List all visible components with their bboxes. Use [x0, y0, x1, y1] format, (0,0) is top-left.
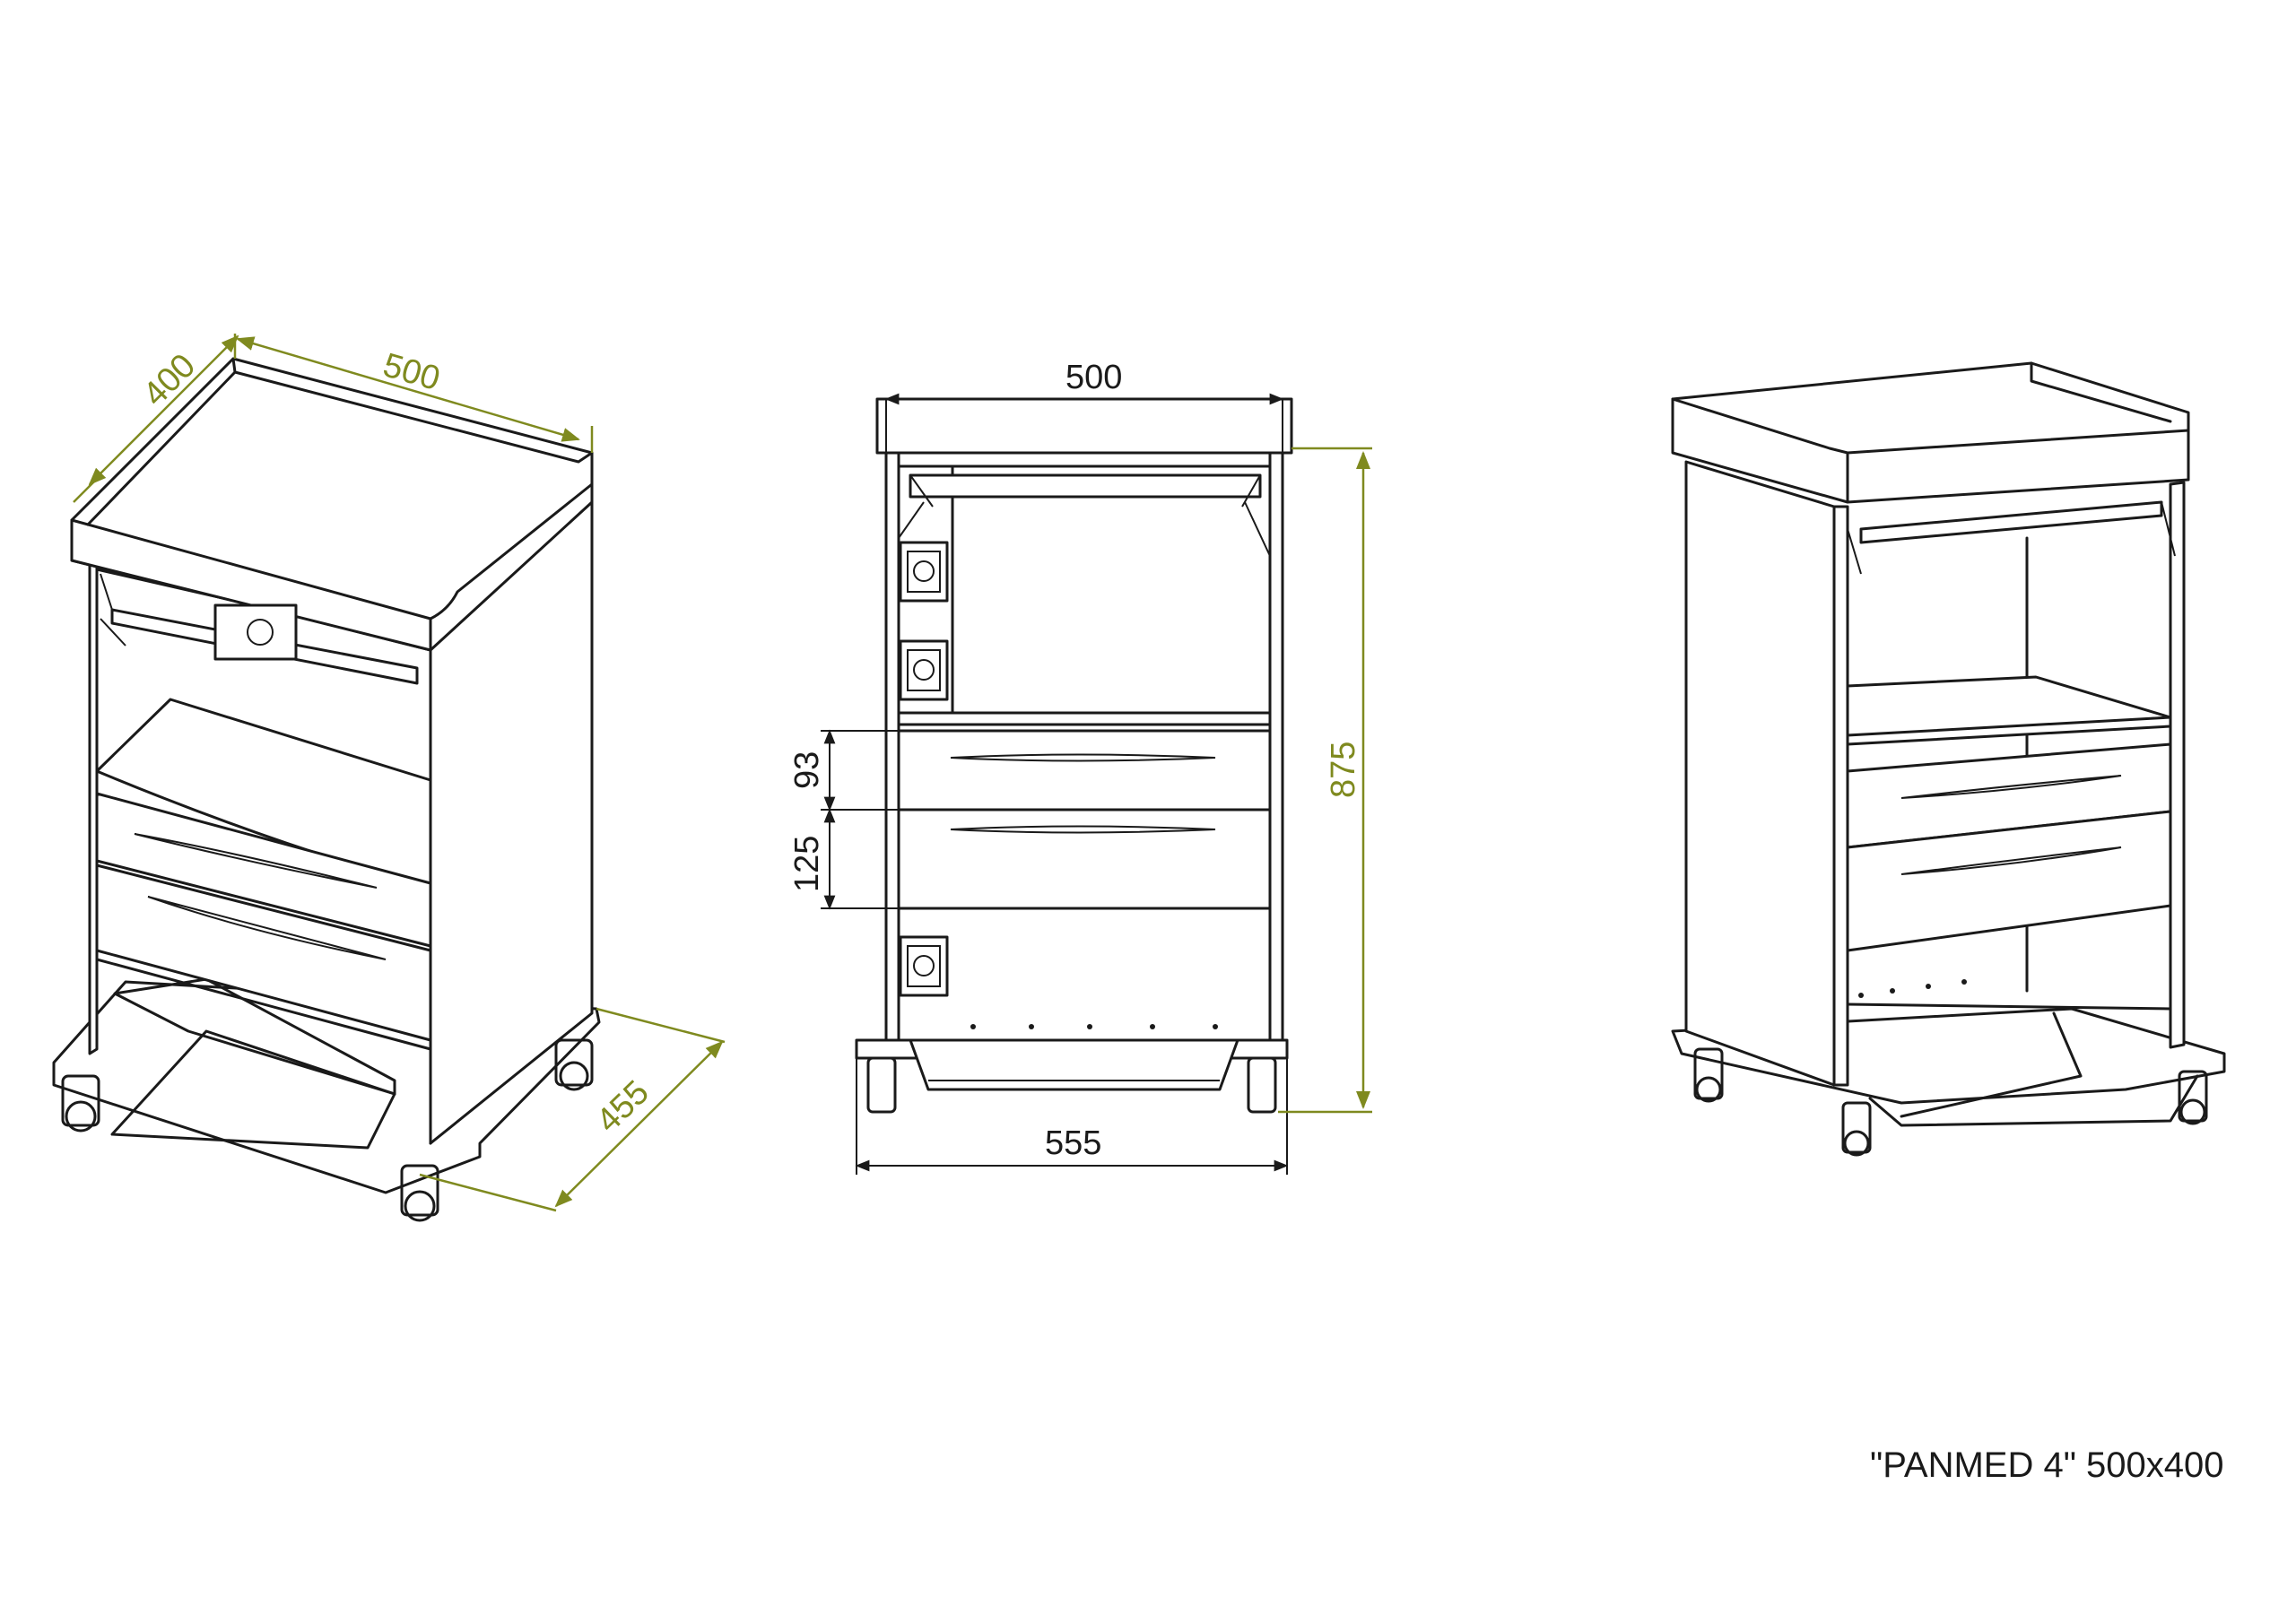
dim-label-500-front: 500 [1065, 359, 1122, 396]
socket-icon [899, 541, 949, 603]
product-caption: "PANMED 4" 500x400 [1870, 1445, 2224, 1485]
socket-icon [899, 639, 949, 701]
dim-line-455 [554, 1040, 724, 1208]
dim-label-455: 455 [589, 1073, 657, 1140]
dim-label-555: 555 [1045, 1124, 1101, 1162]
dim-label-500-iso: 500 [379, 346, 445, 398]
socket-icon [899, 935, 949, 997]
dim-line-500-iso [236, 336, 580, 442]
dim-label-875: 875 [1325, 742, 1362, 798]
front-view: 500 555 875 93 125 [788, 359, 1372, 1175]
drawer-1 [897, 729, 1272, 812]
drawer-2 [897, 808, 1272, 910]
dim-line-400 [88, 334, 239, 486]
dim-label-125: 125 [788, 836, 826, 892]
isometric-view: 400 500 455 [52, 334, 726, 1222]
perspective-view [1671, 361, 2226, 1157]
dim-label-93: 93 [788, 751, 826, 789]
